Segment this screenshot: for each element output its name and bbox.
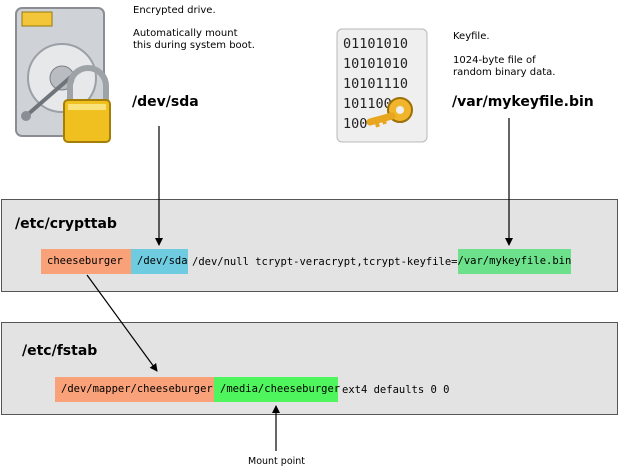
fstab-rest-text: ext4 defaults 0 0 xyxy=(342,383,450,396)
key-icon-line: 100 xyxy=(343,116,367,132)
key-icon-line: 01101010 xyxy=(343,36,408,52)
crypttab-title: /etc/crypttab xyxy=(15,216,117,232)
keyfile-description-line1: 1024-byte file of xyxy=(453,55,536,66)
crypttab-line: cheeseburger /dev/sda /dev/null tcrypt-v… xyxy=(41,249,571,274)
drive-description-line1: Automatically mount xyxy=(133,28,238,39)
crypttab-panel: /etc/crypttab xyxy=(1,199,618,292)
hard-drive-lock-icon xyxy=(12,6,112,146)
keyfile-path: /var/mykeyfile.bin xyxy=(452,94,594,110)
mount-point-label: Mount point xyxy=(248,456,306,467)
key-icon-line: 10101110 xyxy=(343,76,408,92)
key-icon-line: 10101010 xyxy=(343,56,408,72)
binary-key-icon: 01101010 10101010 10101110 101100 100 xyxy=(336,28,428,144)
crypttab-middle-text: /dev/null tcrypt-veracrypt,tcrypt-keyfil… xyxy=(192,255,458,268)
drive-description-line2: this during system boot. xyxy=(133,40,255,51)
key-icon-line: 101100 xyxy=(343,96,392,112)
fstab-mount-field: /media/cheeseburger xyxy=(214,377,340,402)
keyfile-description-line2: random binary data. xyxy=(453,67,556,78)
drive-title: Encrypted drive. xyxy=(133,5,216,16)
crypttab-to-fstab-arrow xyxy=(86,274,158,372)
fstab-mapper-field: /dev/mapper/cheeseburger xyxy=(55,377,214,402)
drive-path: /dev/sda xyxy=(132,94,199,110)
crypttab-device-field: /dev/sda xyxy=(131,249,188,274)
keyfile-title: Keyfile. xyxy=(453,31,490,42)
crypttab-keyfile-field: /var/mykeyfile.bin xyxy=(457,249,571,274)
fstab-line: /dev/mapper/cheeseburger /media/cheesebu… xyxy=(55,377,453,402)
crypttab-name-field: cheeseburger xyxy=(41,249,131,274)
fstab-title: /etc/fstab xyxy=(22,343,98,359)
